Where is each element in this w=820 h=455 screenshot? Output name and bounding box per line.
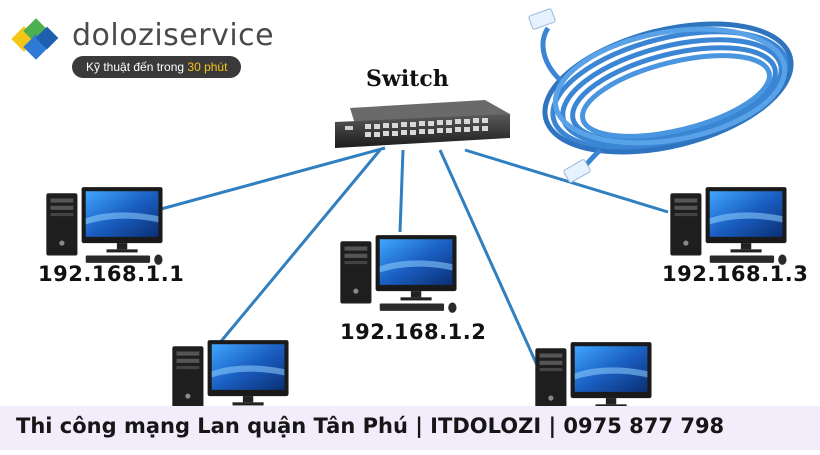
brand-name: doloziservice [72,18,275,53]
ip-label-pc2: 192.168.1.2 [340,320,487,344]
network-links [149,146,669,366]
computer-pc3-icon [670,187,787,265]
ip-label-pc1: 192.168.1.1 [38,262,185,286]
footer-caption: Thi công mạng Lan quận Tân Phú | ITDOLOZ… [16,414,725,438]
brand-tagline-highlight: 30 phút [187,60,228,74]
link-pc3 [464,148,669,214]
brand-tagline-prefix: Kỹ thuật đến trong [86,60,188,74]
brand-header: doloziservice Kỹ thuật đến trong 30 phút [10,12,300,82]
ip-label-pc3: 192.168.1.3 [662,262,809,286]
computer-pc2-icon [340,235,457,313]
brand-tagline: Kỹ thuật đến trong 30 phút [72,56,242,78]
link-pc4 [216,149,382,346]
ethernet-cable-icon [540,21,794,172]
switch-device [335,100,510,148]
rj45-connector-icon [528,8,591,183]
computer-pc1-icon [46,187,163,265]
switch-label: Switch [366,66,449,92]
link-pc1 [149,146,386,214]
link-pc2 [398,149,405,233]
brand-logo-icon [11,18,59,60]
link-pc5 [438,149,539,366]
footer-banner [0,406,820,450]
